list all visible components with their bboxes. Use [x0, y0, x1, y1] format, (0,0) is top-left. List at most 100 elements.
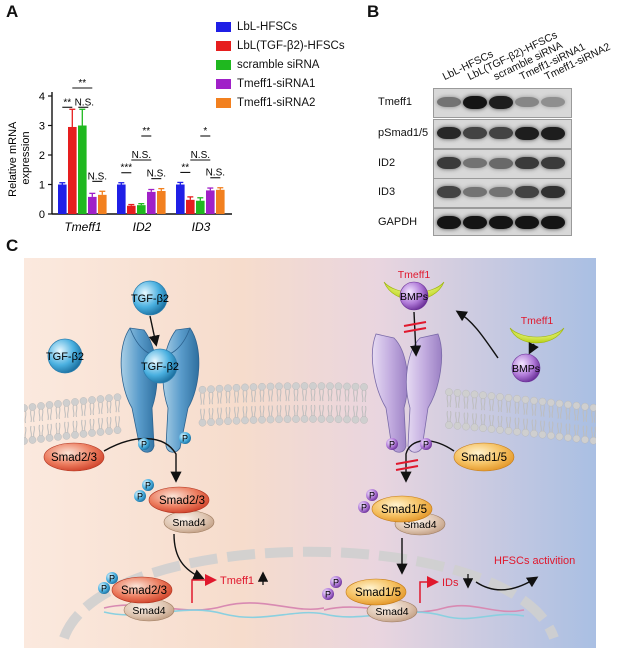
blot-band: [515, 186, 539, 198]
tmeff1-bmps-complex: BMPs Tmeff1: [383, 269, 445, 311]
lipid: [356, 405, 358, 417]
lipid: [322, 388, 324, 402]
lipid: [472, 413, 474, 425]
lipid: [538, 397, 547, 406]
lipid: [38, 408, 41, 422]
smad4-label: Smad4: [172, 517, 205, 529]
lipid: [292, 382, 300, 390]
lipid: [285, 405, 287, 417]
blot-band: [541, 97, 565, 107]
significance-label: N.S.: [75, 97, 94, 108]
lipid: [470, 423, 479, 432]
lipid: [475, 413, 477, 425]
blot-band: [437, 215, 461, 229]
lipid: [62, 432, 71, 440]
lipid: [33, 425, 35, 438]
lipid: [258, 382, 266, 391]
lipid: [534, 419, 537, 431]
ids-gene-label: IDs: [442, 577, 459, 589]
lipid: [453, 422, 462, 430]
lipid: [254, 405, 256, 418]
lipid: [483, 398, 486, 411]
smad4-label: Smad4: [403, 519, 436, 531]
blot-band: [489, 95, 513, 109]
lipid: [237, 390, 239, 403]
lipid: [594, 426, 596, 438]
lipid: [30, 409, 32, 423]
lipid: [540, 420, 542, 432]
lipid: [242, 406, 245, 418]
lipid: [496, 426, 504, 434]
smad15-label: Smad1/5: [381, 504, 427, 516]
lipid: [211, 392, 214, 405]
lipid: [262, 389, 265, 402]
blot-band: [437, 97, 461, 107]
tmeff1-gene-label: Tmeff1: [220, 575, 254, 587]
lipid: [589, 436, 596, 445]
lipid: [249, 416, 258, 424]
smad23-label: Smad2/3: [159, 495, 205, 507]
lipid: [509, 400, 511, 413]
lipid: [203, 408, 205, 420]
legend-swatch: [216, 78, 231, 89]
lipid: [276, 389, 279, 402]
lipid: [225, 391, 228, 404]
blot-band: [515, 126, 539, 140]
lipid: [79, 397, 88, 405]
smad23-label: Smad2/3: [51, 452, 97, 464]
lipid: [37, 402, 45, 410]
arrow: [173, 533, 205, 580]
lipid: [54, 433, 62, 441]
lipid: [574, 424, 576, 436]
lipid: [106, 400, 109, 414]
lipid: [24, 410, 27, 424]
lipid: [245, 390, 248, 403]
lipid: [215, 417, 224, 426]
tmeff1-bmps-right: Tmeff1 BMPs: [509, 315, 565, 383]
y-axis-label-line2: expression: [20, 131, 32, 184]
lipid: [506, 400, 508, 413]
bar: [157, 190, 166, 214]
lipid: [492, 398, 494, 412]
lipid: [330, 388, 333, 402]
blot-band: [463, 95, 487, 109]
panel-label-b: B: [367, 2, 380, 21]
tgf-beta2-label: TGF-β2: [131, 293, 169, 305]
tgf-beta2-ligand: TGF-β2: [131, 280, 169, 316]
bar: [88, 196, 97, 214]
arrow: [528, 341, 539, 355]
lipid: [531, 419, 534, 431]
lipid: [47, 423, 49, 436]
significance-label: N.S.: [191, 150, 210, 161]
lipid: [215, 384, 224, 393]
lipid: [445, 388, 453, 396]
lipid: [526, 402, 528, 415]
lipid: [347, 389, 350, 402]
lipid: [538, 430, 547, 439]
lipid: [75, 420, 78, 433]
blot-band: [541, 186, 565, 198]
lipid: [492, 414, 494, 427]
x-category-label: ID3: [192, 220, 211, 234]
lipid: [118, 416, 120, 428]
lipid: [455, 411, 457, 424]
lipid: [300, 382, 309, 390]
phospho-label: P: [369, 491, 375, 501]
lipid: [98, 401, 100, 415]
lipid: [241, 383, 249, 392]
lipid: [339, 389, 341, 402]
lipid: [271, 389, 273, 402]
lipid: [509, 416, 511, 429]
blot-band: [541, 215, 565, 229]
lipid: [489, 398, 491, 412]
significance-label: **: [181, 162, 189, 173]
lipid: [543, 404, 545, 417]
bar: [176, 184, 185, 214]
lipid: [489, 414, 491, 427]
blot-band: [515, 215, 539, 229]
legend-label: scramble siRNA: [237, 59, 320, 71]
bar-chart: Relative mRNA expression 01234Tmeff1****…: [7, 78, 232, 234]
lipid: [513, 427, 521, 436]
lipid: [62, 399, 71, 407]
lipid: [589, 403, 596, 412]
